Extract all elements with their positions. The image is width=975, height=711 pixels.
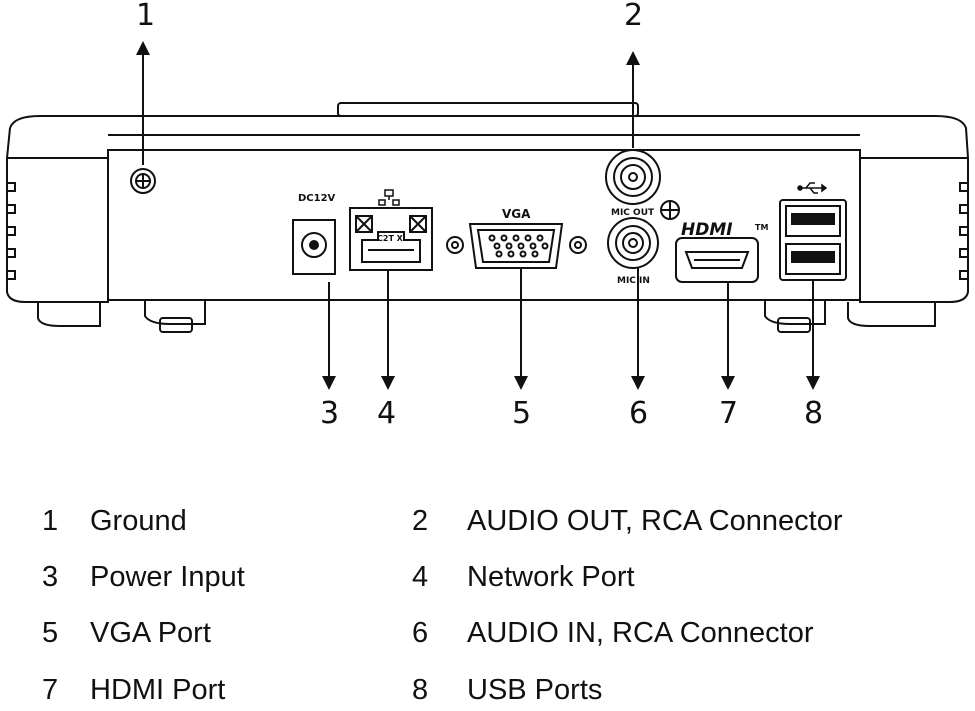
- legend-label: Ground: [90, 505, 187, 537]
- lan-led-label: C2T X: [377, 234, 404, 243]
- legend-number: 8: [412, 674, 429, 706]
- legend-number: 2: [412, 505, 429, 537]
- legend-number: 6: [412, 617, 429, 649]
- legend-label: HDMI Port: [90, 674, 226, 706]
- callout-4: 4: [377, 396, 396, 431]
- network-port: [349, 207, 433, 271]
- hdmi-tm-label: TM: [755, 223, 768, 232]
- power-label: DC12V: [298, 193, 336, 204]
- legend-label: AUDIO OUT, RCA Connector: [467, 505, 843, 537]
- legend-number: 3: [42, 561, 59, 593]
- legend-label: Power Input: [90, 561, 245, 593]
- legend-label: AUDIO IN, RCA Connector: [467, 617, 814, 649]
- legend-number: 7: [42, 674, 59, 706]
- callout-8: 8: [804, 396, 823, 431]
- usb-icon: [797, 182, 828, 194]
- mic-in-label: MIC IN: [617, 276, 650, 286]
- network-icon: [378, 189, 400, 206]
- audio-out-rca: [605, 149, 680, 220]
- callout-6: 6: [629, 396, 648, 431]
- callout-7: 7: [719, 396, 738, 431]
- device-chassis: [6, 102, 969, 333]
- audio-in-rca: [607, 217, 659, 269]
- legend-number: 5: [42, 617, 59, 649]
- port-legend: 1 Ground 2 AUDIO OUT, RCA Connector 3 Po…: [0, 496, 975, 711]
- vga-port: [446, 223, 587, 269]
- callout-3: 3: [320, 396, 339, 431]
- legend-label: Network Port: [467, 561, 635, 593]
- mic-out-label: MIC OUT: [611, 208, 655, 218]
- callout-1: 1: [136, 0, 155, 33]
- legend-label: VGA Port: [90, 617, 211, 649]
- usb-ports: [779, 199, 847, 281]
- legend-label: USB Ports: [467, 674, 603, 706]
- power-input-jack: [292, 219, 336, 275]
- vga-label: VGA: [502, 207, 531, 221]
- legend-number: 1: [42, 505, 59, 537]
- callout-5: 5: [512, 396, 531, 431]
- legend-number: 4: [412, 561, 429, 593]
- ground-screw-icon: [130, 168, 156, 194]
- rear-panel-diagram: DC12V C2T X VGA: [6, 0, 969, 431]
- callout-2: 2: [624, 0, 643, 33]
- leader-lines: [136, 41, 820, 390]
- hdmi-logo: HDMI: [681, 220, 733, 240]
- hdmi-port: [675, 237, 759, 283]
